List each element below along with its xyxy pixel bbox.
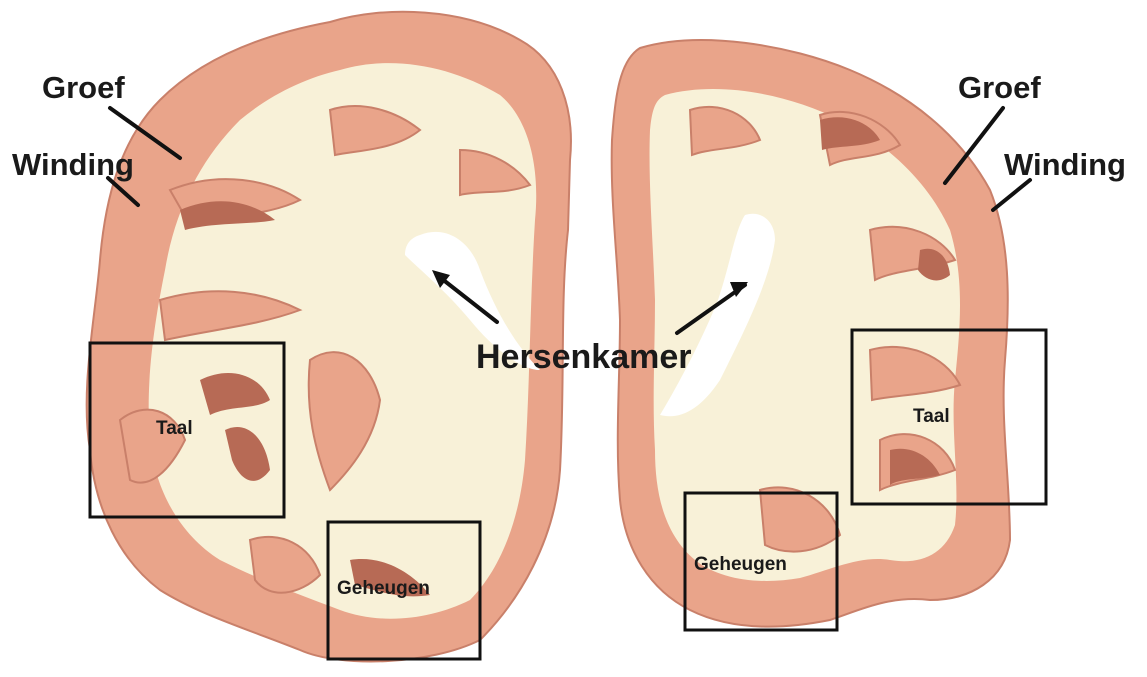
right-hemisphere — [612, 40, 1010, 626]
language-left-label: Taal — [156, 418, 193, 439]
memory-left-label: Geheugen — [337, 578, 430, 599]
groove-left-label: Groef — [42, 70, 125, 105]
gyrus-right-leader — [993, 180, 1030, 210]
groove-right-label: Groef — [958, 70, 1041, 105]
ventricle-label: Hersenkamer — [476, 338, 691, 376]
language-right-label: Taal — [913, 406, 950, 427]
memory-right-label: Geheugen — [694, 554, 787, 575]
gyrus-left-label: Winding — [12, 147, 134, 182]
gyrus-right-label: Winding — [1004, 147, 1126, 182]
